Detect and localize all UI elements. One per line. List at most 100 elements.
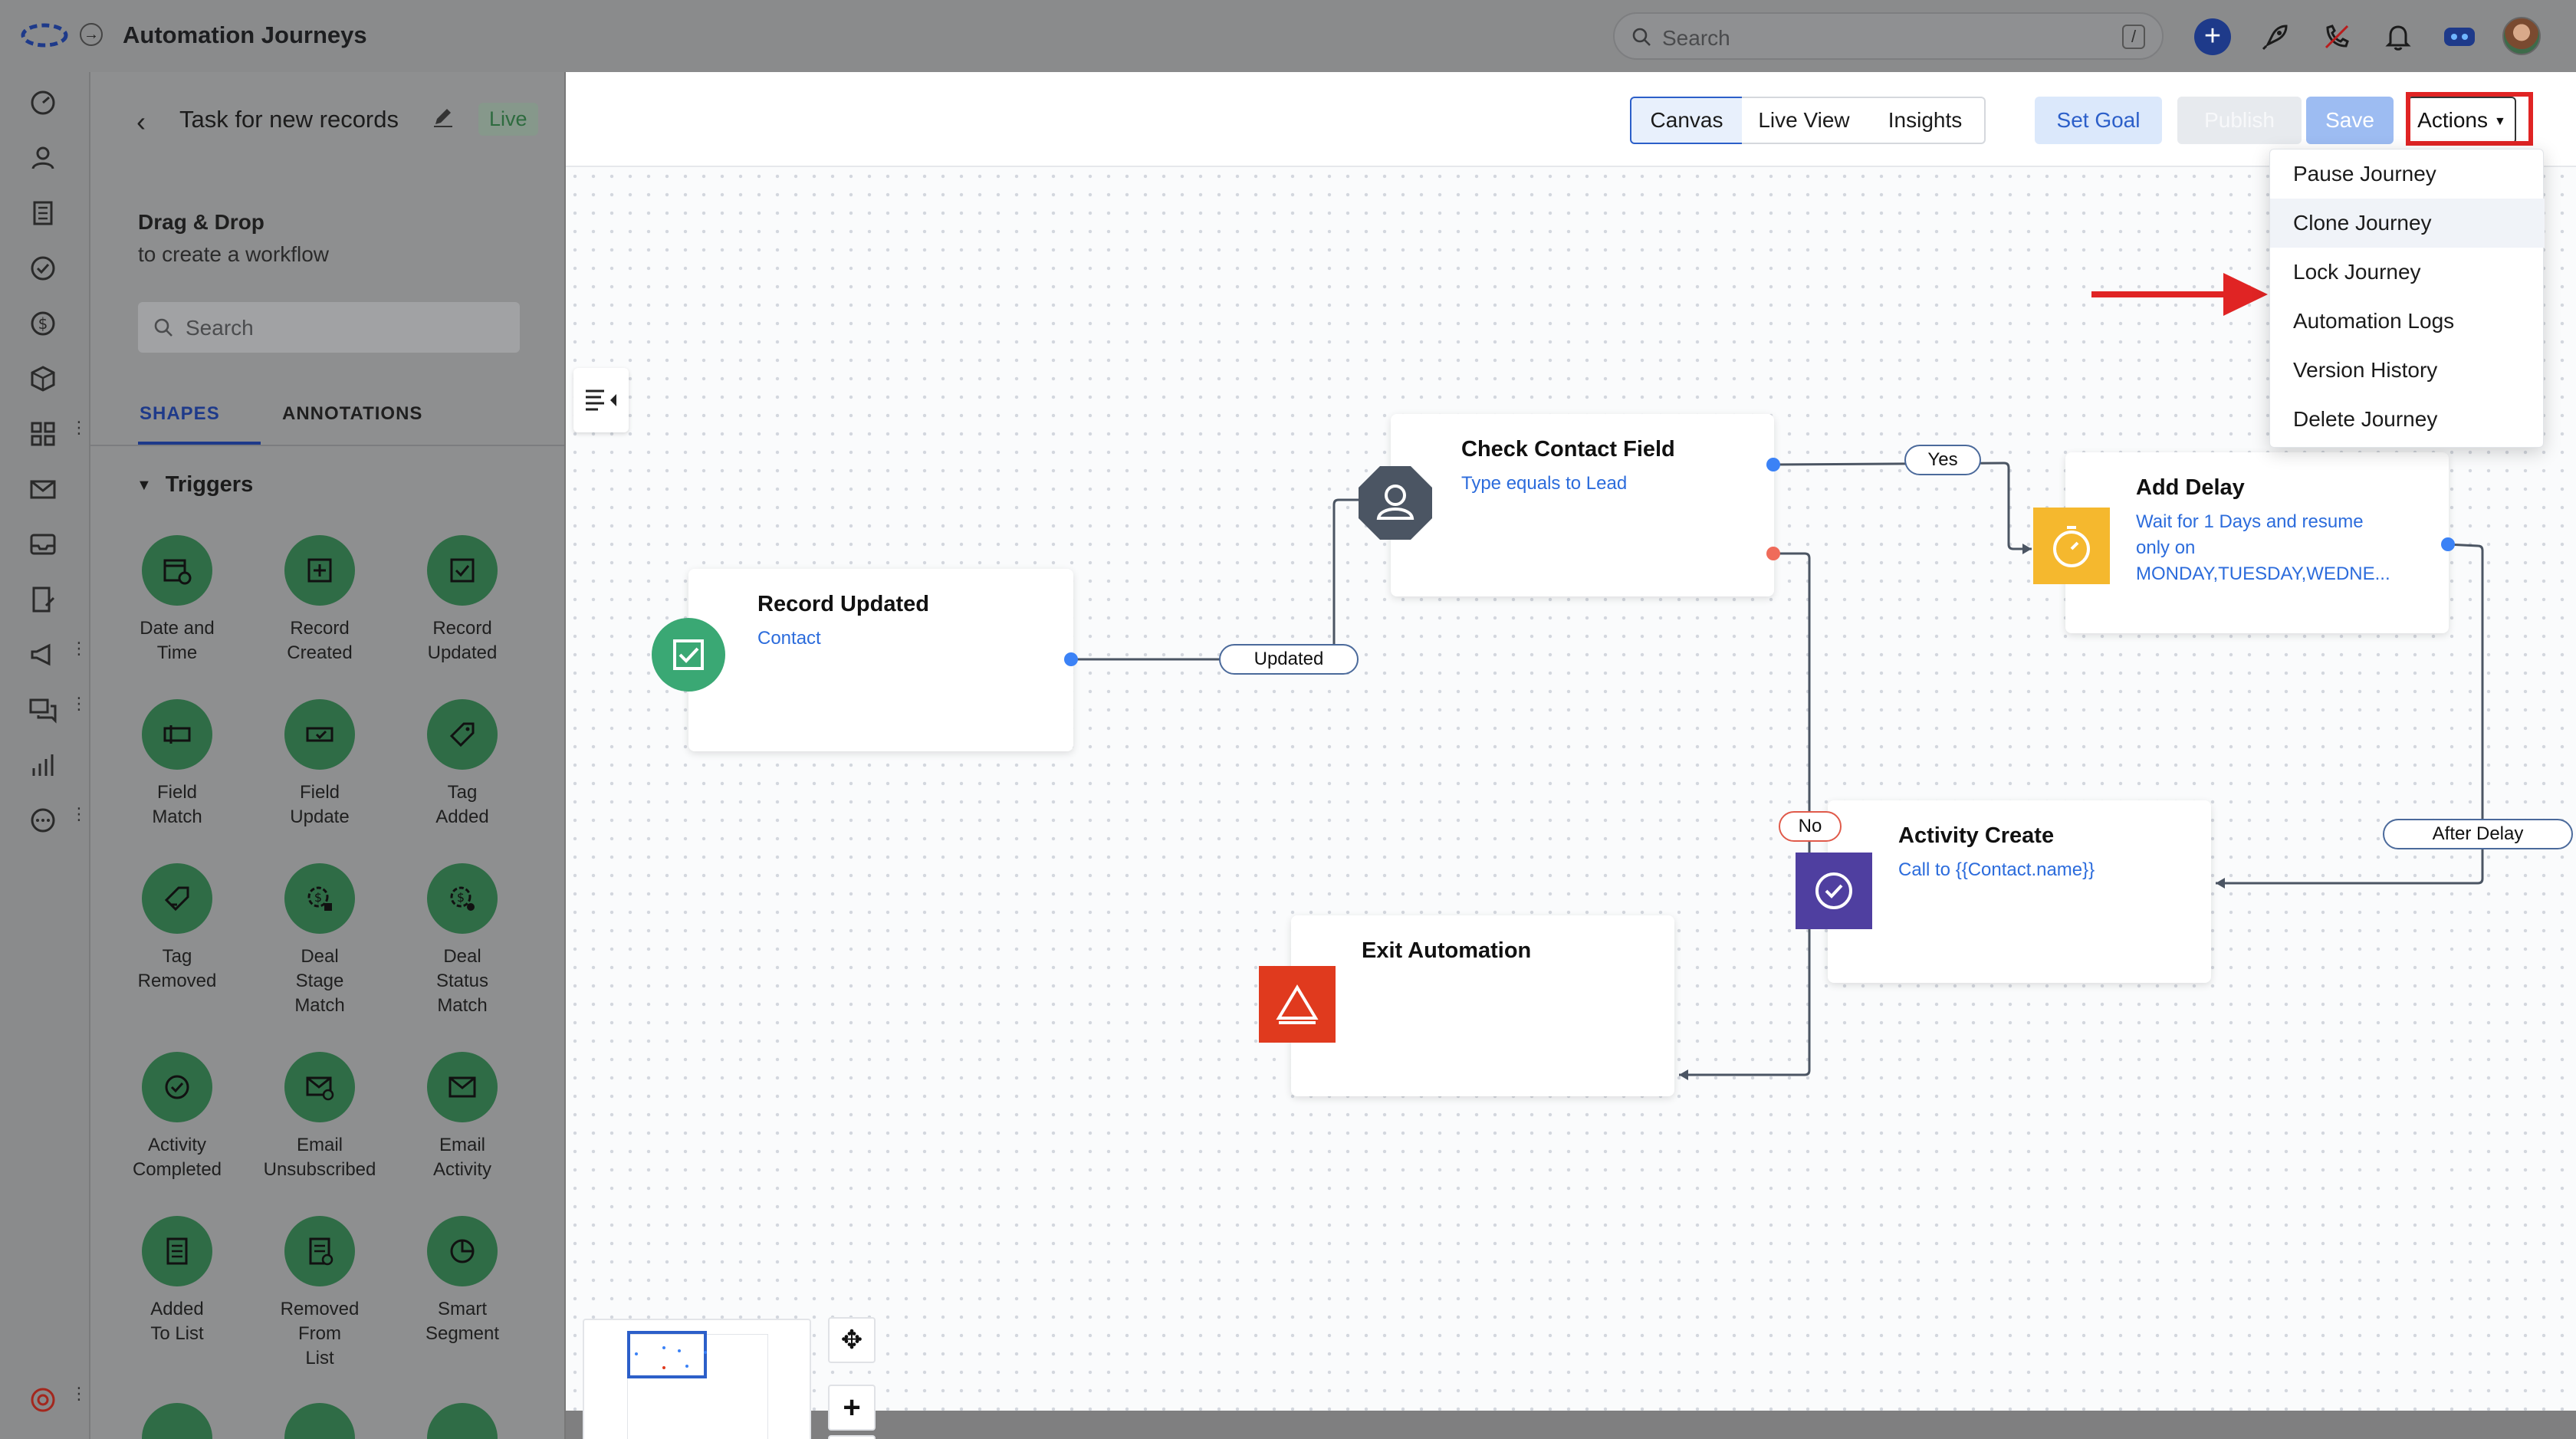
tab-live-view[interactable]: Live View — [1742, 97, 1868, 144]
minimap-viewport[interactable] — [627, 1331, 707, 1378]
edge-label-yes[interactable]: Yes — [1904, 445, 1981, 475]
output-port[interactable] — [2441, 537, 2455, 551]
triggers-section-header[interactable]: ▼Triggers — [136, 472, 253, 498]
field-icon — [142, 699, 212, 770]
more-icon[interactable] — [28, 805, 58, 836]
edge-label-after-delay[interactable]: After Delay — [2383, 819, 2573, 849]
tab-canvas[interactable]: Canvas — [1630, 97, 1743, 144]
node-title: Check Contact Field — [1461, 437, 1675, 462]
set-goal-button[interactable]: Set Goal — [2035, 97, 2162, 144]
campaigns-icon[interactable] — [28, 639, 58, 670]
chat-icon[interactable] — [28, 695, 58, 725]
ai-assistant-icon[interactable] — [2441, 18, 2478, 55]
deals-icon[interactable]: $ — [28, 308, 58, 339]
app-logo-icon[interactable] — [20, 21, 69, 53]
shape-added-to-list[interactable]: Added To List — [106, 1216, 248, 1346]
shapes-search-input[interactable]: Search — [138, 302, 520, 353]
tasks-icon[interactable] — [28, 253, 58, 284]
inbox-icon[interactable] — [28, 529, 58, 560]
menu-item-lock-journey[interactable]: Lock Journey — [2293, 260, 2421, 284]
shape-partial[interactable] — [106, 1403, 248, 1439]
tab-annotations[interactable]: ANNOTATIONS — [282, 403, 423, 424]
actions-label: Actions — [2417, 108, 2488, 132]
top-bar: → Automation Journeys Search / + — [0, 0, 2576, 72]
menu-item-version-history[interactable]: Version History — [2293, 358, 2438, 382]
journey-canvas[interactable]: Record Updated Contact Check Contact Fie… — [566, 167, 2576, 1439]
contacts-icon[interactable] — [28, 143, 58, 173]
shape-smart-segment[interactable]: Smart Segment — [391, 1216, 534, 1346]
shape-partial[interactable] — [391, 1403, 534, 1439]
email-icon[interactable] — [28, 474, 58, 504]
node-description: MONDAY,TUESDAY,WEDNE... — [2136, 563, 2390, 584]
node-check-contact-field[interactable]: Check Contact Field Type equals to Lead — [1391, 414, 1774, 596]
shape-label: Field Update — [290, 782, 350, 827]
node-exit-automation[interactable]: Exit Automation — [1291, 915, 1674, 1096]
node-description: Wait for 1 Days and resume — [2136, 511, 2364, 532]
save-button[interactable]: Save — [2306, 97, 2394, 144]
shape-removed-from-list[interactable]: Removed From List — [248, 1216, 391, 1371]
campaigns-more-icon[interactable]: ⋮ — [71, 639, 87, 658]
node-description: Contact — [757, 628, 821, 649]
shape-record-created[interactable]: Record Created — [248, 535, 391, 665]
shape-tag-removed[interactable]: Tag Removed — [106, 863, 248, 994]
minimap-dots — [635, 1346, 707, 1369]
rocket-icon[interactable] — [2257, 18, 2294, 55]
help-more-icon[interactable]: ⋮ — [71, 1384, 87, 1403]
global-search[interactable]: Search / — [1613, 12, 2164, 60]
menu-item-delete-journey[interactable]: Delete Journey — [2293, 407, 2438, 431]
shape-email-activity[interactable]: Email Activity — [391, 1052, 534, 1182]
shape-activity-completed[interactable]: Activity Completed — [106, 1052, 248, 1182]
accounts-icon[interactable] — [28, 198, 58, 228]
help-icon[interactable] — [28, 1385, 58, 1415]
shape-field-match[interactable]: Field Match — [106, 699, 248, 830]
avatar[interactable] — [2502, 17, 2541, 55]
node-activity-create[interactable]: Activity Create Call to {{Contact.name}} — [1828, 800, 2211, 983]
status-badge: Live — [478, 103, 538, 136]
shape-record-updated[interactable]: Record Updated — [391, 535, 534, 665]
output-port[interactable] — [1064, 652, 1078, 666]
tab-shapes[interactable]: SHAPES — [140, 403, 220, 424]
products-icon[interactable] — [28, 363, 58, 394]
node-record-updated[interactable]: Record Updated Contact — [688, 569, 1073, 751]
phone-off-icon[interactable] — [2318, 18, 2355, 55]
shape-email-unsubscribed[interactable]: Email Unsubscribed — [248, 1052, 391, 1182]
plus-icon[interactable]: + — [2194, 18, 2231, 55]
publish-button[interactable]: Publish — [2177, 97, 2302, 144]
shape-deal-status-match[interactable]: $ Deal Status Match — [391, 863, 534, 1018]
forms-icon[interactable] — [28, 584, 58, 615]
reports-icon[interactable] — [28, 750, 58, 780]
apps-more-icon[interactable]: ⋮ — [71, 418, 87, 437]
edit-pencil-icon[interactable] — [431, 104, 455, 133]
move-icon[interactable]: ✥ — [828, 1317, 876, 1363]
menu-item-automation-logs[interactable]: Automation Logs — [2293, 309, 2455, 333]
tag-minus-icon — [142, 863, 212, 934]
menu-item-clone-journey[interactable]: Clone Journey — [2270, 199, 2545, 248]
bell-icon[interactable] — [2380, 18, 2417, 55]
chat-more-icon[interactable]: ⋮ — [71, 694, 87, 713]
edge-label-updated[interactable]: Updated — [1219, 644, 1359, 675]
apps-icon[interactable] — [28, 419, 58, 449]
no-port[interactable] — [1766, 547, 1780, 560]
shape-partial[interactable] — [248, 1403, 391, 1439]
actions-button[interactable]: Actions▼ — [2407, 97, 2516, 144]
edge-to-check-node — [1332, 498, 1363, 659]
zoom-out-button[interactable]: − — [828, 1435, 876, 1439]
triggers-label: Triggers — [165, 472, 254, 497]
collapse-arrow-icon[interactable]: → — [80, 23, 103, 46]
plus-square-icon — [284, 535, 355, 606]
edge-label-no[interactable]: No — [1779, 811, 1842, 842]
shape-deal-stage-match[interactable]: $ Deal Stage Match — [248, 863, 391, 1018]
sidebar-toggle-button[interactable] — [573, 368, 629, 432]
zoom-in-button[interactable]: + — [828, 1385, 876, 1431]
minimap[interactable] — [583, 1319, 811, 1439]
shape-tag-added[interactable]: Tag Added — [391, 699, 534, 830]
more-menu-icon[interactable]: ⋮ — [71, 804, 87, 823]
menu-item-pause-journey[interactable]: Pause Journey — [2293, 162, 2436, 186]
shape-field-update[interactable]: Field Update — [248, 699, 391, 830]
tab-insights[interactable]: Insights — [1866, 97, 1986, 144]
dashboard-icon[interactable] — [28, 87, 58, 118]
yes-port[interactable] — [1766, 458, 1780, 471]
shape-date-and-time[interactable]: Date and Time — [106, 535, 248, 665]
back-chevron-icon[interactable]: ‹ — [136, 106, 146, 137]
node-add-delay[interactable]: Add Delay Wait for 1 Days and resume onl… — [2065, 452, 2449, 633]
